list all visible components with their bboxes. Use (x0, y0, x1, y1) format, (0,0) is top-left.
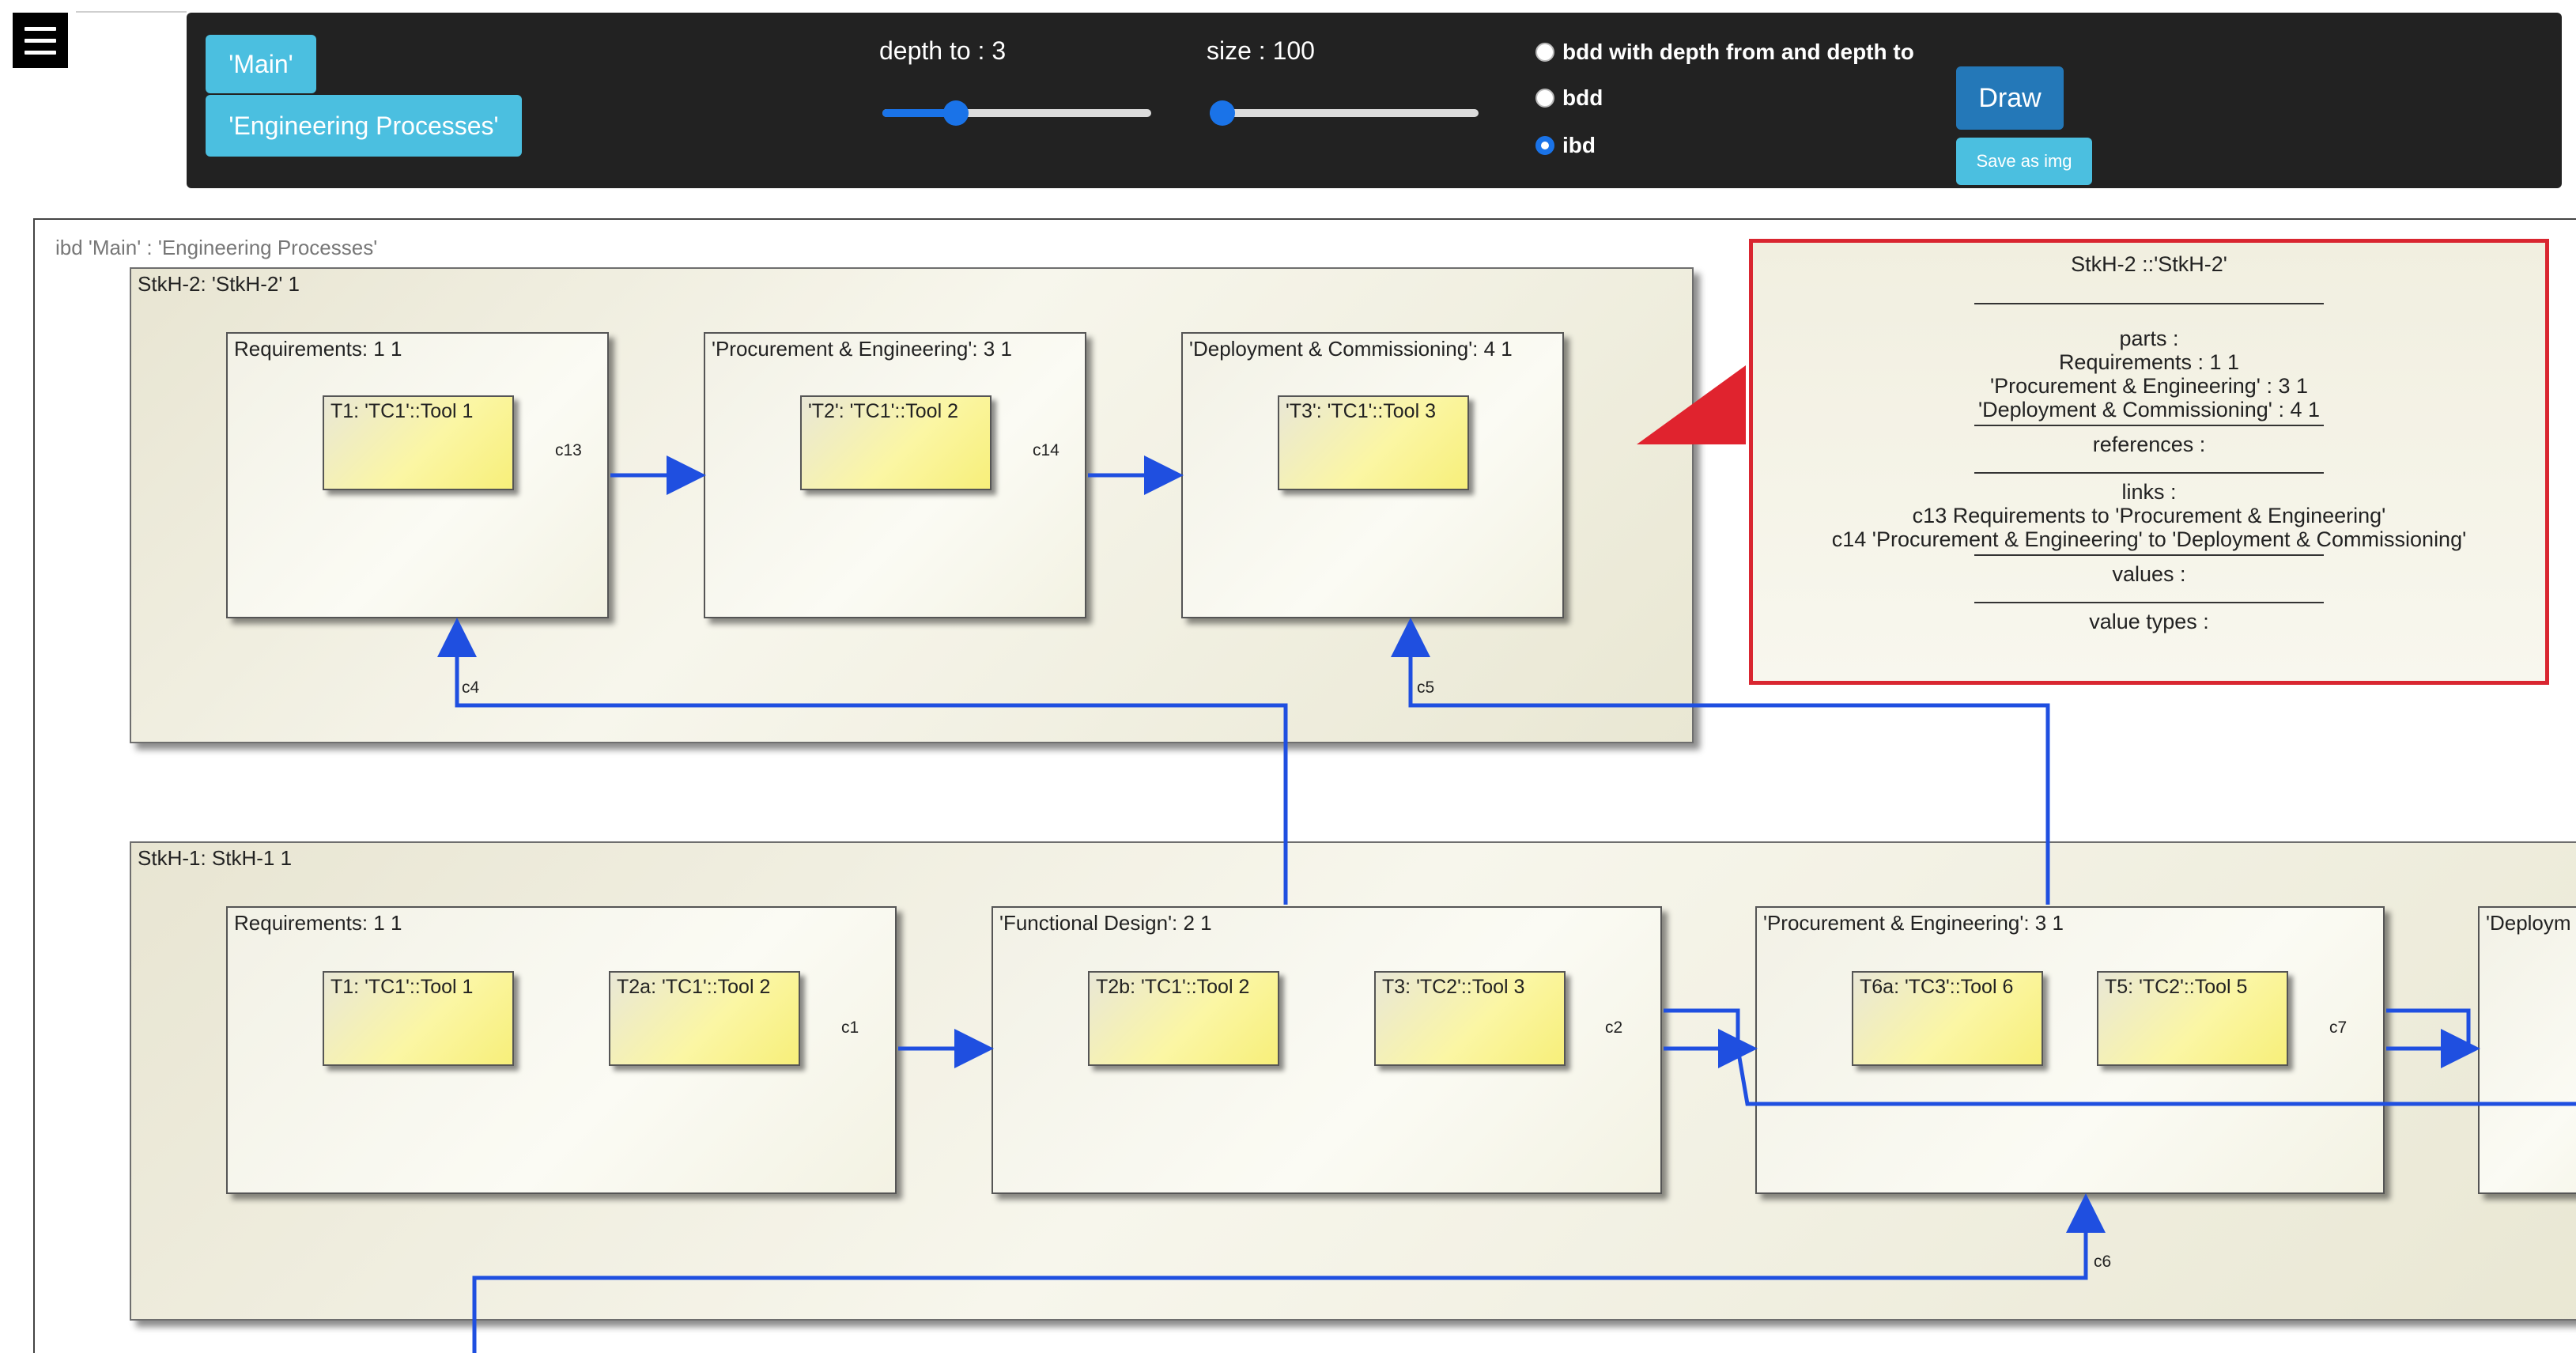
stkh2-part-requirements[interactable]: Requirements: 1 1 T1: 'TC1'::Tool 1 (226, 332, 609, 618)
info-link-item: c13 Requirements to 'Procurement & Engin… (1912, 504, 2386, 527)
connector-label-c6: c6 (2094, 1253, 2112, 1271)
info-value-types-heading: value types : (2089, 610, 2209, 633)
tool-block[interactable]: T6a: 'TC3'::Tool 6 (1852, 971, 2043, 1066)
part-label: Requirements: 1 1 (234, 337, 402, 361)
stkh1-part-requirements[interactable]: Requirements: 1 1 T1: 'TC1'::Tool 1 T2a:… (226, 906, 897, 1194)
toolbar: 'Main' 'Engineering Processes' depth to … (187, 13, 2562, 188)
tool-label: T5: 'TC2'::Tool 5 (2105, 976, 2248, 998)
connector-label-c7: c7 (2329, 1019, 2347, 1037)
info-links-heading: links : (2121, 480, 2177, 504)
stkh2-part-deployment[interactable]: 'Deployment & Commissioning': 4 1 'T3': … (1181, 332, 1564, 618)
main-button[interactable]: 'Main' (206, 35, 316, 93)
radio-selected-icon[interactable] (1535, 136, 1554, 155)
stkh1-part-deployment[interactable]: 'Deploym (2478, 906, 2576, 1194)
tool-block[interactable]: T5: 'TC2'::Tool 5 (2097, 971, 2288, 1066)
info-parts-heading: parts : (2119, 327, 2179, 350)
info-references-heading: references : (2092, 433, 2206, 456)
connector-c5[interactable] (1391, 618, 2050, 905)
tool-block[interactable]: T1: 'TC1'::Tool 1 (323, 971, 514, 1066)
part-label: 'Deploym (2486, 911, 2571, 935)
menu-bar (25, 38, 56, 43)
info-divider (1974, 303, 2324, 304)
info-part-item: 'Deployment & Commissioning' : 4 1 (1978, 398, 2320, 421)
connector-c6[interactable] (472, 1193, 2106, 1353)
tool-label: T2b: 'TC1'::Tool 2 (1096, 976, 1250, 998)
connector-label-c2: c2 (1605, 1019, 1623, 1037)
connector-label-c14: c14 (1033, 441, 1059, 459)
connector-c7[interactable] (2386, 1008, 2480, 1068)
radio-ibd[interactable]: ibd (1535, 133, 1596, 158)
size-slider[interactable] (1210, 100, 1479, 126)
tool-block[interactable]: T3: 'TC2'::Tool 3 (1374, 971, 1566, 1066)
stkh1-part-procurement[interactable]: 'Procurement & Engineering': 3 1 T6a: 'T… (1755, 906, 2385, 1194)
info-panel: StkH-2 ::'StkH-2' parts : Requirements :… (1749, 239, 2549, 685)
radio-button-icon[interactable] (1535, 89, 1554, 108)
depth-slider-fill (882, 109, 956, 117)
connector-c4[interactable] (437, 618, 1288, 905)
connector-c2-upper[interactable] (1664, 1008, 1740, 1049)
part-label: 'Deployment & Commissioning': 4 1 (1189, 337, 1513, 361)
info-divider (1974, 602, 2324, 603)
connector-label-c1: c1 (841, 1019, 859, 1037)
part-label: 'Procurement & Engineering': 3 1 (712, 337, 1012, 361)
connector-label-c13: c13 (555, 441, 582, 459)
radio-label: bdd with depth from and depth to (1562, 40, 1914, 64)
radio-label: bdd (1562, 85, 1603, 110)
info-values-heading: values : (2112, 562, 2186, 586)
info-link-item: c14 'Procurement & Engineering' to 'Depl… (1831, 527, 2467, 551)
part-label: 'Procurement & Engineering': 3 1 (1763, 911, 2064, 935)
hamburger-menu-icon[interactable] (13, 13, 68, 68)
tool-block[interactable]: T1: 'TC1'::Tool 1 (323, 395, 514, 490)
menu-bar (25, 26, 56, 31)
diagram-canvas: ibd 'Main' : 'Engineering Processes' Stk… (33, 218, 2576, 1353)
stkh2-part-procurement[interactable]: 'Procurement & Engineering': 3 1 'T2': '… (704, 332, 1086, 618)
tool-label: T3: 'TC2'::Tool 3 (1382, 976, 1525, 998)
info-part-item: 'Procurement & Engineering' : 3 1 (1989, 374, 2309, 398)
radio-bdd[interactable]: bdd (1535, 85, 1603, 111)
tool-label: T6a: 'TC3'::Tool 6 (1860, 976, 2014, 998)
info-divider (1974, 425, 2324, 426)
depth-slider-thumb[interactable] (943, 100, 969, 126)
draw-button[interactable]: Draw (1956, 66, 2064, 130)
tool-label: 'T3': 'TC1'::Tool 3 (1286, 400, 1436, 422)
block-label: StkH-1: StkH-1 1 (138, 846, 293, 870)
info-title: StkH-2 ::'StkH-2' (2071, 252, 2227, 276)
stkh1-part-functional-design[interactable]: 'Functional Design': 2 1 T2b: 'TC1'::Too… (991, 906, 1662, 1194)
info-divider (1974, 554, 2324, 556)
depth-slider[interactable] (882, 100, 1151, 126)
radio-bdd-depth[interactable]: bdd with depth from and depth to (1535, 40, 1914, 65)
diagram-title: ibd 'Main' : 'Engineering Processes' (55, 236, 378, 259)
tool-label: T2a: 'TC1'::Tool 2 (617, 976, 771, 998)
tool-label: T1: 'TC1'::Tool 1 (330, 400, 474, 422)
tool-label: 'T2': 'TC1'::Tool 2 (808, 400, 958, 422)
save-as-img-button[interactable]: Save as img (1956, 138, 2092, 185)
info-part-item: Requirements : 1 1 (2058, 350, 2240, 374)
menu-bar (25, 50, 56, 55)
connector-c2-lower[interactable] (1736, 1048, 2576, 1106)
tool-block[interactable]: T2a: 'TC1'::Tool 2 (609, 971, 800, 1066)
tool-block[interactable]: 'T2': 'TC1'::Tool 2 (800, 395, 991, 490)
connector-layer (437, 365, 2576, 1353)
engineering-processes-button[interactable]: 'Engineering Processes' (206, 95, 522, 157)
block-label: StkH-2: 'StkH-2' 1 (138, 272, 300, 296)
info-pointer (1637, 365, 1746, 444)
radio-label: ibd (1562, 133, 1596, 157)
connector-label-c5: c5 (1417, 678, 1435, 697)
depth-label: depth to : 3 (879, 36, 1007, 65)
radio-button-icon[interactable] (1535, 43, 1554, 62)
tool-block[interactable]: 'T3': 'TC1'::Tool 3 (1278, 395, 1469, 490)
part-label: 'Functional Design': 2 1 (999, 911, 1212, 935)
tool-label: T1: 'TC1'::Tool 1 (330, 976, 474, 998)
size-label: size : 100 (1207, 36, 1315, 65)
part-label: Requirements: 1 1 (234, 911, 402, 935)
connector-label-c4: c4 (462, 678, 480, 697)
info-divider (1974, 472, 2324, 474)
size-slider-thumb[interactable] (1210, 100, 1235, 126)
top-divider (76, 11, 187, 13)
tool-block[interactable]: T2b: 'TC1'::Tool 2 (1088, 971, 1279, 1066)
